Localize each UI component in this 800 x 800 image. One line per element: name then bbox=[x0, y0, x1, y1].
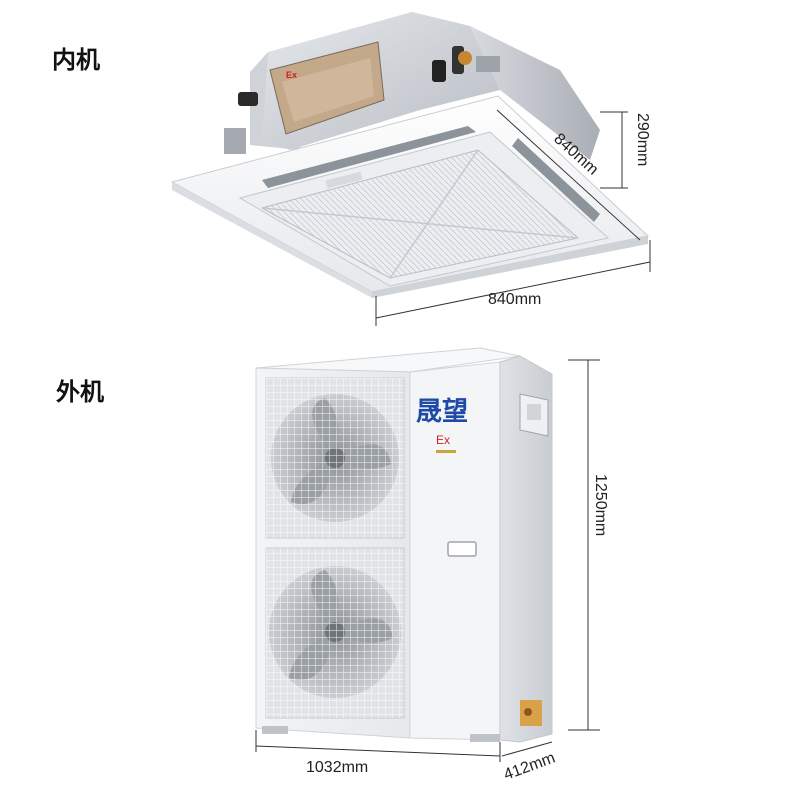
indoor-ex-mark: Ex bbox=[286, 70, 297, 80]
outdoor-depth-dim-line bbox=[501, 741, 553, 757]
outdoor-foot-left bbox=[262, 726, 288, 734]
indoor-height-dim-label: 290mm bbox=[634, 113, 651, 166]
indoor-louver-right bbox=[512, 138, 600, 222]
outdoor-foot-right bbox=[470, 734, 500, 742]
outdoor-ex-mark: Ex bbox=[436, 433, 450, 447]
indoor-panel-edge-right bbox=[372, 236, 648, 298]
indoor-mount-bracket-left bbox=[224, 128, 246, 154]
indoor-width-dim-line bbox=[375, 261, 651, 319]
indoor-unit: Ex bbox=[170, 12, 650, 298]
outdoor-width-dim-label: 1032mm bbox=[306, 759, 368, 776]
indoor-pipe-valve-left bbox=[432, 60, 446, 82]
outdoor-brand-logo: 晟望 bbox=[416, 397, 468, 427]
outdoor-depth-dim-label: 412mm bbox=[502, 750, 558, 784]
indoor-junction-box-cover bbox=[282, 58, 374, 122]
outdoor-valve-port bbox=[524, 708, 532, 716]
outdoor-fan-mesh-lower bbox=[266, 548, 404, 718]
outdoor-fan-mesh-upper bbox=[266, 378, 404, 538]
outdoor-width-dim-line bbox=[255, 745, 501, 757]
outdoor-ex-badge-strip bbox=[436, 450, 456, 453]
outdoor-unit: 晟望 Ex bbox=[255, 347, 553, 743]
indoor-width-dim-label: 840mm bbox=[488, 291, 541, 308]
indoor-grille-divider-a bbox=[261, 207, 579, 239]
indoor-louver-top bbox=[262, 126, 476, 188]
outdoor-unit-label: 外机 bbox=[56, 378, 104, 406]
outdoor-side-junction-cover bbox=[527, 404, 541, 420]
indoor-mount-bracket-right bbox=[476, 56, 500, 72]
indoor-depth-dim-line bbox=[496, 109, 641, 241]
indoor-box-right-face bbox=[470, 26, 600, 160]
indoor-unit-label: 内机 bbox=[52, 46, 100, 74]
indoor-panel-edge-left bbox=[172, 182, 372, 298]
indoor-grille-divider-b bbox=[389, 149, 479, 279]
indoor-display-strip bbox=[325, 171, 363, 189]
outdoor-height-dim-label: 1250mm bbox=[592, 474, 609, 536]
outdoor-panel-handle bbox=[447, 541, 477, 557]
indoor-cable-gland bbox=[238, 92, 258, 106]
indoor-copper-fitting bbox=[458, 51, 472, 65]
